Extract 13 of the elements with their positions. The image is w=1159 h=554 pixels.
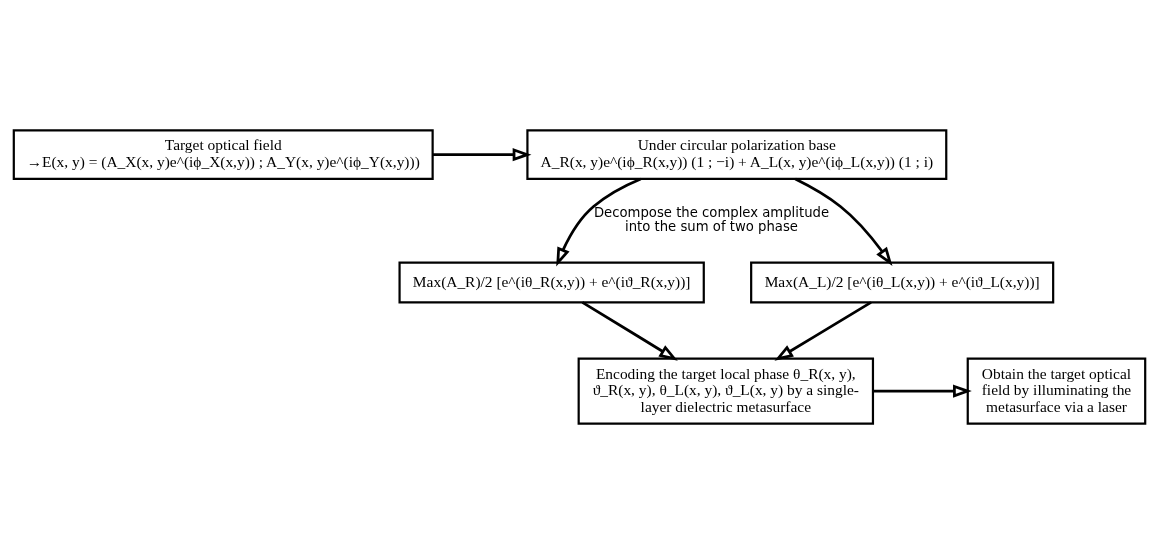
edge-label: Decompose the complex amplitude into the sum of two phase bbox=[593, 205, 830, 235]
arrow bbox=[794, 177, 893, 266]
node-box: Target optical field →E(x, y) = (A_X(x, y)e^(iϕ_X(x,y)) ; A_Y(x, y)e^(iϕ_Y(x,y))) bbox=[12, 129, 434, 180]
node-box: Obtain the target optical field by illuminating the metasurface via a laser bbox=[966, 357, 1147, 425]
arrow bbox=[873, 384, 972, 398]
node-box: Max(A_L)/2 [e^(iθ_L(x,y)) + e^(iϑ_L(x,y))] bbox=[750, 261, 1055, 304]
node-box: Under circular polarization base A_R(x, y)e^(iϕ_R(x,y)) (1 ; −i) + A_L(x, y)e^(iϕ_L(x,y)) (1 ; i) bbox=[526, 129, 948, 180]
arrow bbox=[581, 301, 678, 361]
node-box: Encoding the target local phase θ_R(x, y), ϑ_R(x, y), θ_L(x, y), ϑ_L(x, y) by a single-layer dielectric metasurface bbox=[577, 357, 875, 425]
arrow bbox=[774, 301, 872, 361]
arrow bbox=[556, 177, 642, 267]
node-box: Max(A_R)/2 [e^(iθ_R(x,y)) + e^(iϑ_R(x,y))] bbox=[398, 261, 705, 304]
arrow bbox=[432, 148, 532, 162]
